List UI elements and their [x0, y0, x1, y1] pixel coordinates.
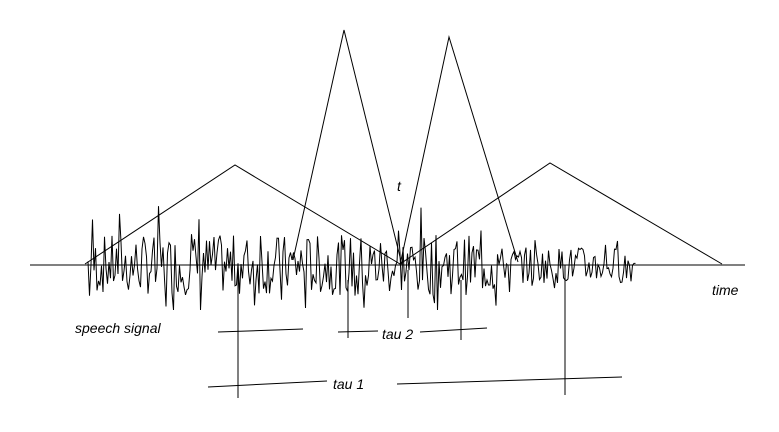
tau2-span-left-inner: [337, 330, 379, 333]
tau1-span-right: [396, 376, 623, 385]
wide-window-1: [84, 164, 401, 265]
tau2-span-left-outer: [217, 328, 304, 333]
tau1-span-left: [207, 380, 328, 388]
speech-signal-label: speech signal: [75, 320, 162, 336]
time-label: time: [712, 282, 739, 298]
t-label: t: [397, 178, 402, 194]
wide-window-2: [399, 162, 723, 265]
narrow-window-1: [292, 29, 403, 266]
tau1-label: tau 1: [333, 376, 364, 392]
speech-waveform: [87, 206, 636, 311]
tau2-label: tau 2: [382, 326, 413, 342]
tau2-span-right: [419, 327, 488, 333]
narrow-window-2: [399, 35, 519, 266]
